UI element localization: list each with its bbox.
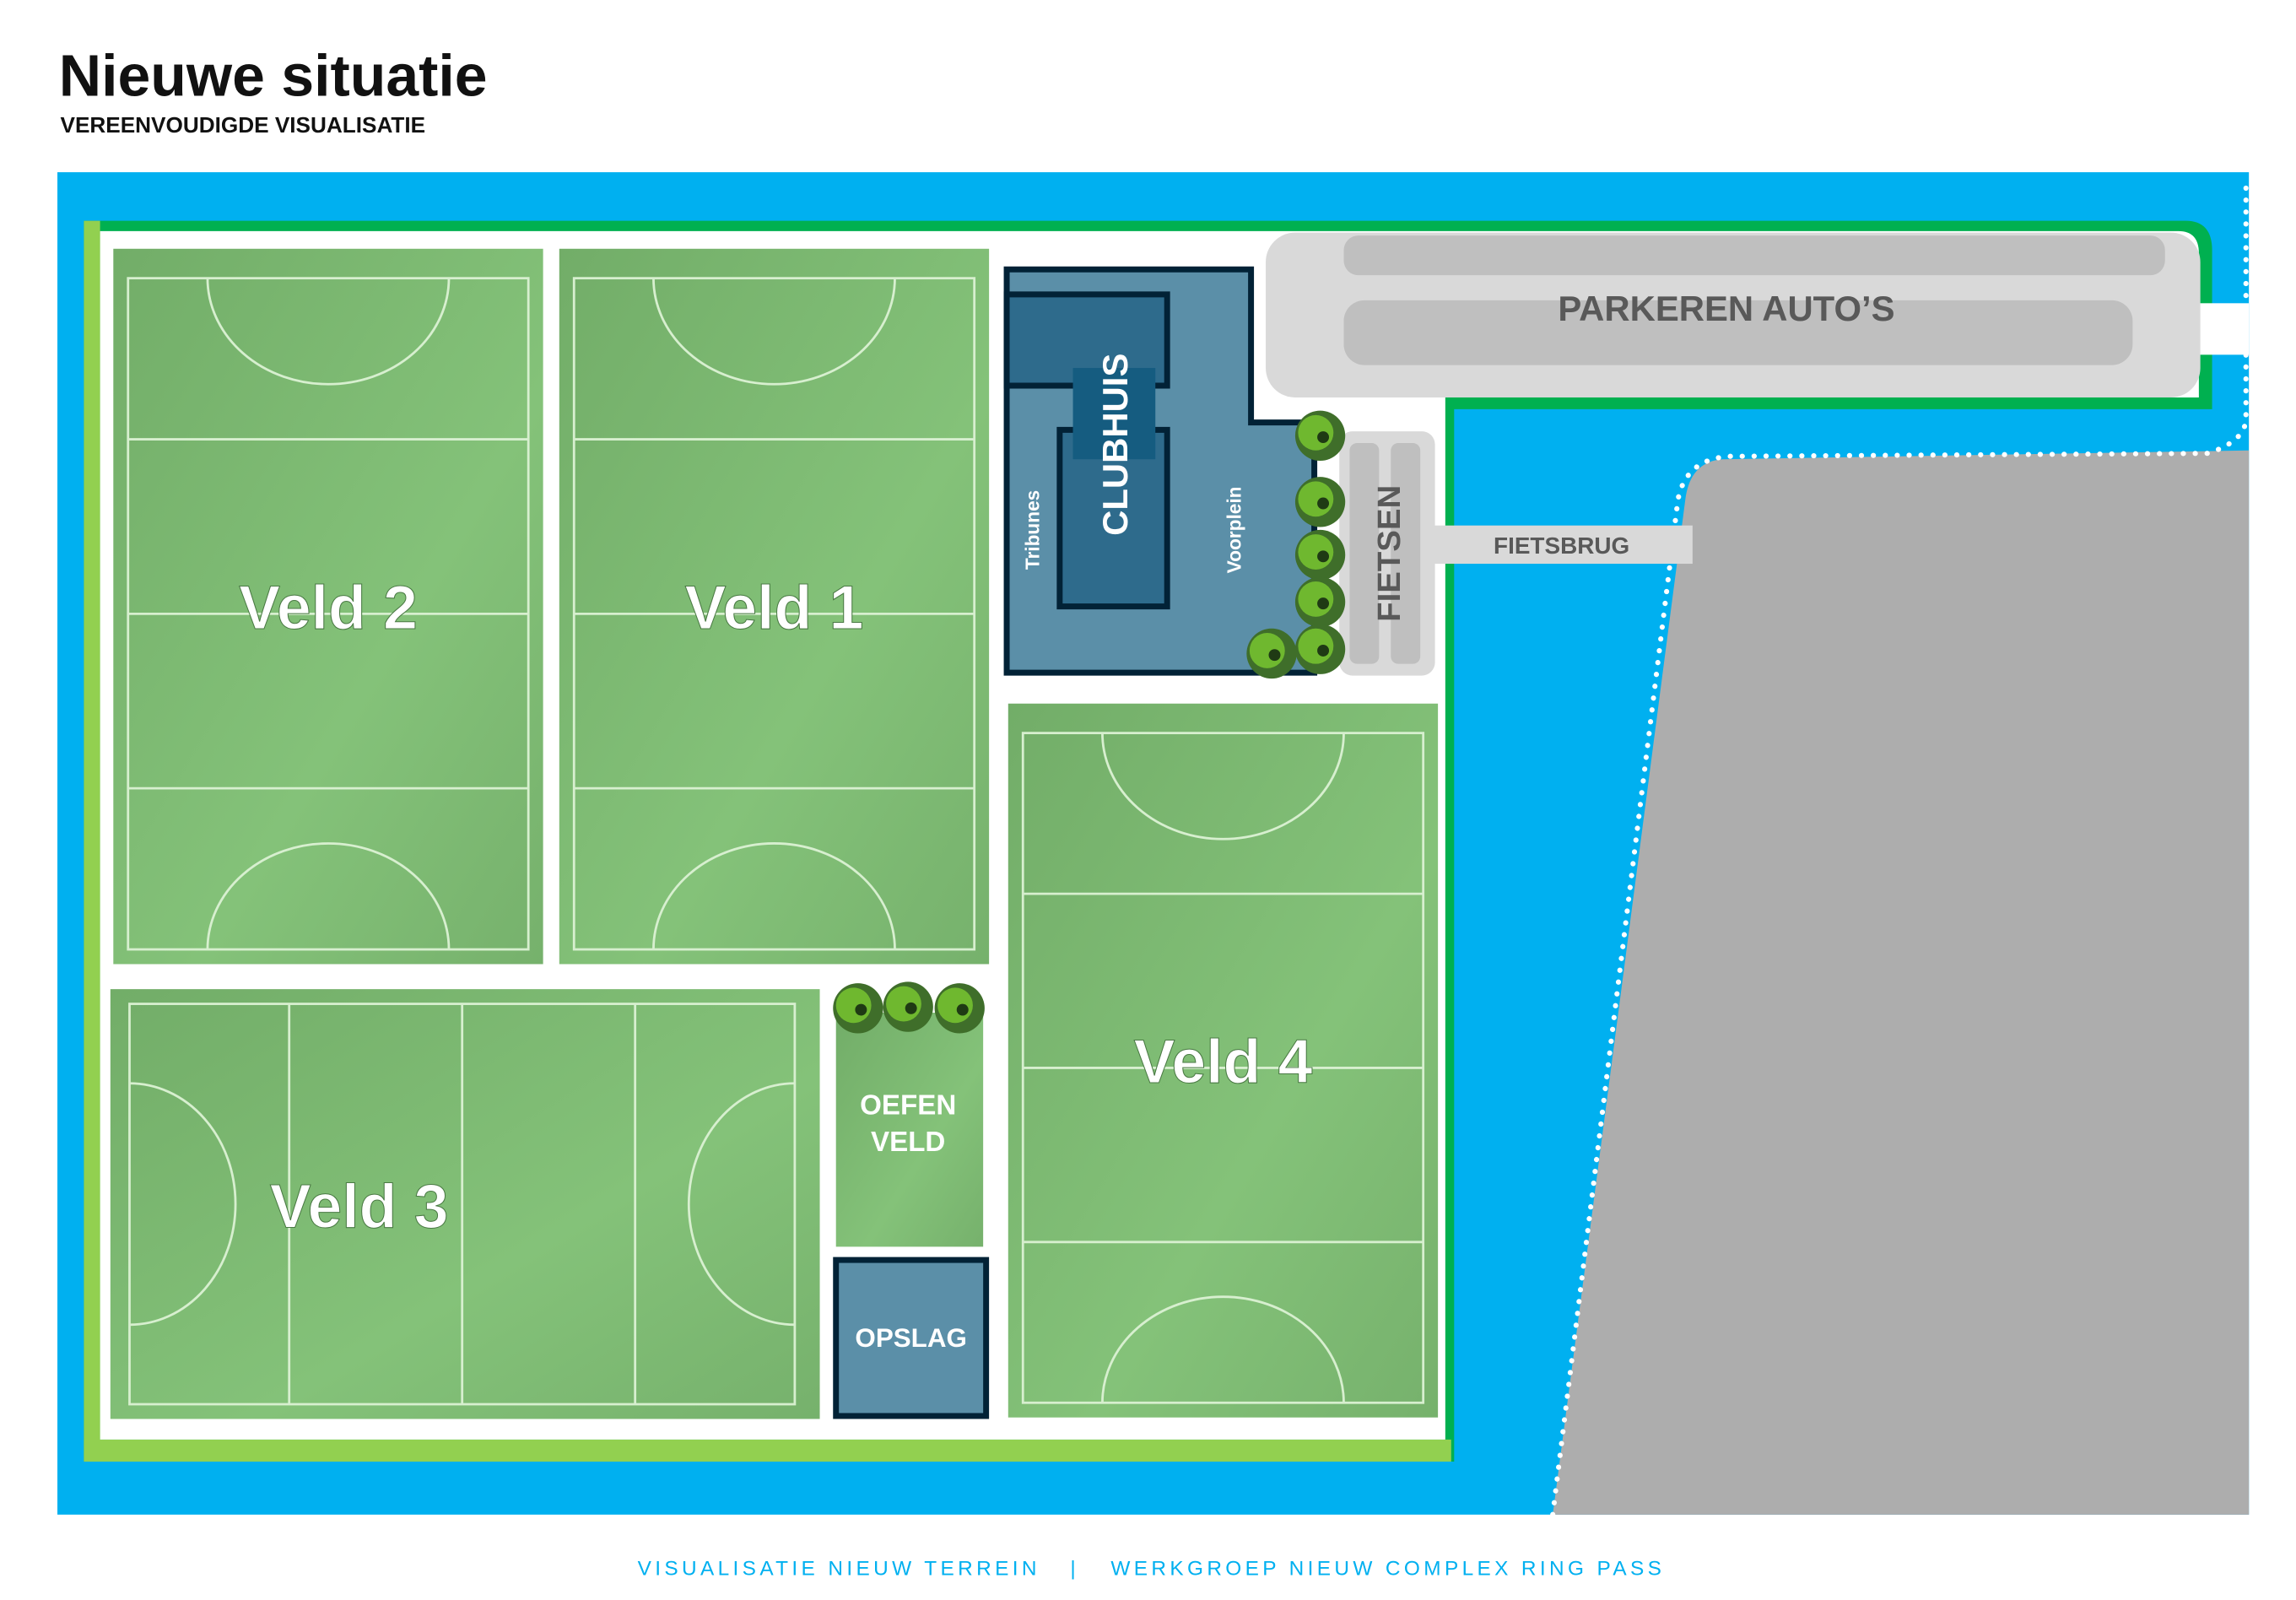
tree-icon [1246,628,1297,679]
page-title: Nieuwe situatie [59,42,488,108]
parking-row [1343,300,2133,365]
practice-field-label: OEFEN [860,1089,956,1121]
storage-label: OPSLAG [855,1323,967,1353]
footer-separator: | [1070,1557,1075,1580]
shooting-circle [206,278,451,386]
bike-rack [1349,443,1380,664]
tree-highlight [1298,481,1334,517]
field-veld-3-label: Veld 3 [270,1172,449,1241]
tree-trunk [1317,597,1330,610]
tree-highlight [1249,633,1285,668]
tree-highlight [835,987,872,1024]
bike-parking-label: FIETSEN [1371,485,1407,622]
land-border-bottom [84,1439,1451,1462]
bike-bridge [1427,525,1693,565]
dotted-boundary [1550,174,2249,1517]
shooting-circle [652,842,896,950]
tree-trunk [1317,550,1330,563]
shooting-circle [129,1082,237,1327]
tree-trunk [956,1003,969,1016]
field-turf [835,1013,984,1247]
tree-trunk [1317,431,1330,444]
clubhouse-core [1072,368,1156,460]
tree-icon [1294,576,1346,628]
shooting-circle [1101,1295,1345,1403]
shooting-circle [206,842,451,950]
land-border-left [84,220,100,1462]
clubhouse-label: CLUBHUIS [1095,354,1135,536]
tree-trunk [1268,649,1281,662]
field-veld-4-label: Veld 4 [1134,1027,1313,1096]
bike-bridge-label: FIETSBRUG [1494,532,1629,559]
shooting-circle [652,278,896,386]
field-veld-2: Veld 2 [113,248,543,965]
field-turf [110,989,820,1419]
tree-trunk [1317,497,1330,510]
tree-icon [1294,477,1346,527]
shooting-circle [1101,732,1345,841]
tree-highlight [1298,534,1334,570]
field-turf [1008,703,1439,1418]
tree-highlight [937,987,973,1024]
forecourt-label: Voorplein [1223,487,1245,574]
field-veld-4: Veld 4 [1008,703,1439,1418]
field-veld-1: Veld 1 [559,248,990,965]
field-turf [559,248,990,965]
clubhouse-wing [1003,291,1170,389]
parking-label: PARKEREN AUTO’S [1558,289,1894,328]
tree-icon [934,983,985,1034]
tree-icon [1294,529,1346,581]
tree-highlight [1298,628,1334,664]
storage-building [833,1257,990,1419]
tree-highlight [1298,581,1334,617]
road-exit [2192,303,2250,355]
practice-field: OEFEN VELD [835,1013,984,1247]
footer-left: VISUALISATIE NIEUW TERREIN [638,1557,1040,1580]
practice-field-label: VELD [871,1127,945,1158]
tree-icon [883,981,933,1032]
bike-rack [1391,443,1421,664]
tree-trunk [1317,644,1330,657]
parking-row [1343,235,2165,276]
tree-icon [1294,410,1346,461]
tree-trunk [905,1002,917,1014]
tree-highlight [886,986,921,1022]
stands-label: Tribunes [1021,490,1043,570]
tree-icon [1294,624,1346,674]
field-veld-3: Veld 3 [110,989,820,1419]
shooting-circle [687,1082,795,1327]
field-veld-1-label: Veld 1 [685,573,864,642]
field-turf [113,248,543,965]
page-subtitle: VEREENVOUDIGDE VISUALISATIE [61,112,426,138]
tree-trunk [855,1003,867,1016]
tree-highlight [1298,414,1334,451]
field-veld-2-label: Veld 2 [239,573,418,642]
road-area [1553,450,2250,1515]
tree-icon [833,983,883,1034]
footer-right: WERKGROEP NIEUW COMPLEX RING PASS [1110,1557,1665,1580]
